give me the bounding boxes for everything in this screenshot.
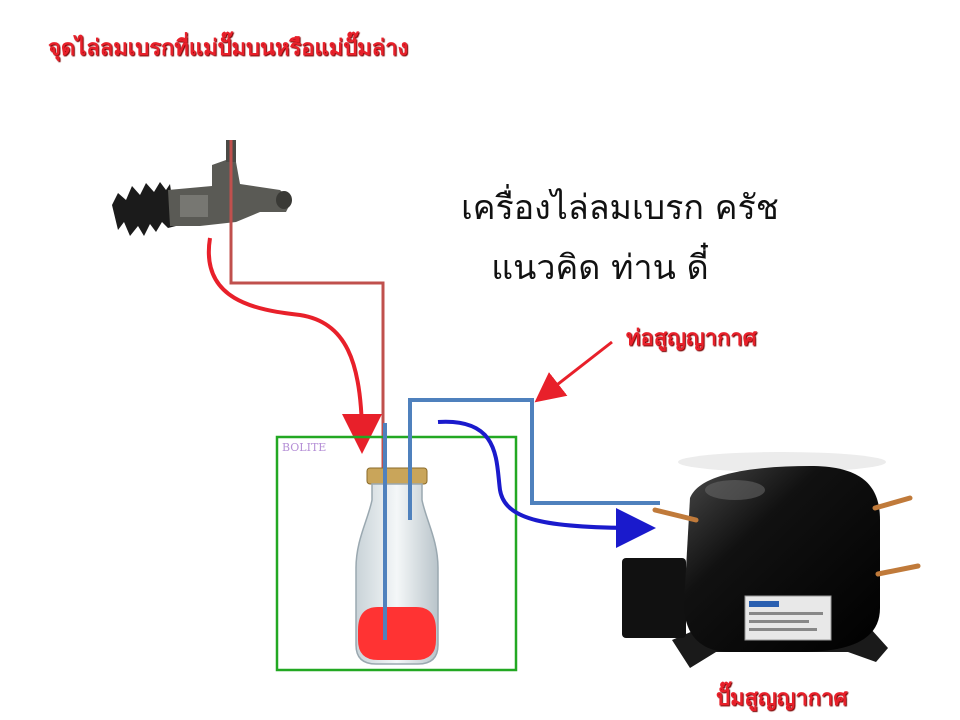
air-flow-arrow: [437, 419, 656, 548]
fluid-flow-arrow: [206, 237, 382, 454]
headline-line-1: เครื่องไล่ลมเบรก ครัช: [461, 188, 779, 228]
brake-fluid-level: [358, 607, 436, 660]
vacuum-pipe-pointer: [534, 340, 613, 403]
vacuum-pipe: [408, 398, 660, 505]
glass-bottle-icon: [355, 467, 439, 665]
watermark-text: BOLITE: [282, 441, 327, 454]
vacuum-pipe-label: ท่อสูญญากาศ: [626, 326, 757, 351]
headline-line-2: แนวคิด ท่าน ดี๋: [491, 248, 709, 288]
compressor-pump-icon: [622, 452, 921, 668]
slave-cylinder-icon: [112, 140, 292, 236]
page-title: จุดไล่ลมเบรกที่แม่ปั๊มบนหรือแม่ปั๊มล่าง: [48, 36, 409, 61]
bottle-frame: [275, 435, 518, 672]
vacuum-pump-label: ปั๊มสูญญากาศ: [716, 686, 848, 711]
